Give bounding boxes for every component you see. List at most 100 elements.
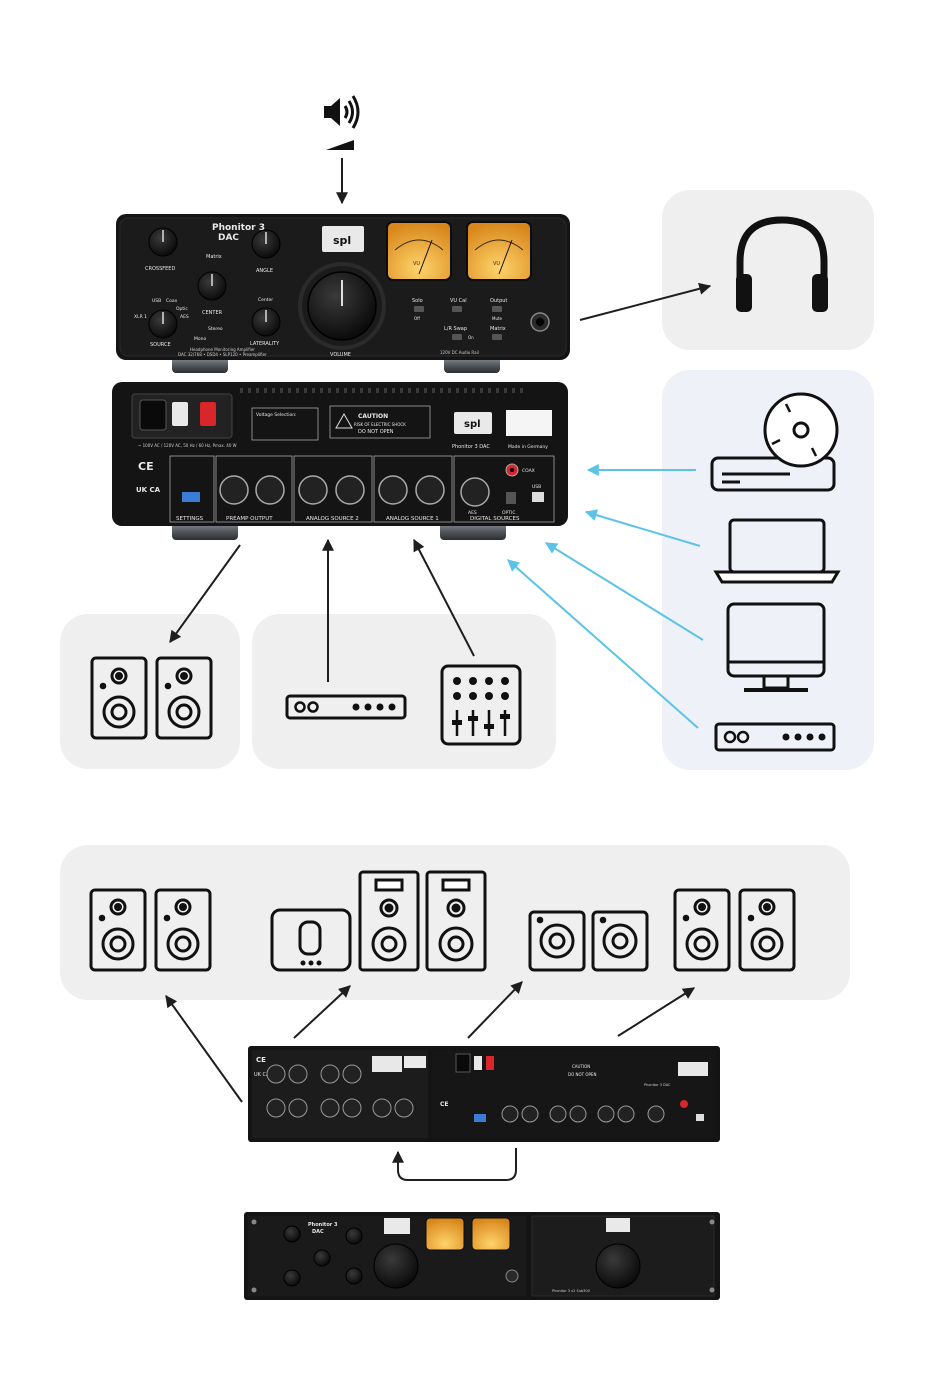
rack-vu-right [471,1217,511,1251]
power-inlet[interactable] [139,399,167,431]
output-switch[interactable] [492,306,502,312]
voltage-table [251,407,319,441]
rack-power-switch[interactable] [474,1056,482,1070]
front-panel-device: Phonitor 3 DAC spl CROSSFEED ANGLE Matri… [116,214,570,373]
rack-power-inlet[interactable] [455,1053,471,1073]
rack-coax[interactable] [680,1100,688,1108]
serial-label-area [506,410,552,436]
subwoofer-icon [270,908,352,972]
arrow-mixer-to-analog1 [413,538,475,657]
rack-usb[interactable] [696,1114,704,1121]
rack-unit-icon-digital [714,722,836,752]
solo-switch[interactable] [414,306,424,312]
arrow-monitor-to-digital [544,542,704,641]
analog2-xlr-l[interactable] [335,475,365,505]
power-spec: ~ 100V AC / 120V AC, 50 Hz / 60 Hz, Pmax… [138,443,237,448]
analog-source-1-section [373,455,453,523]
front-subtitle2: DAC 32/768 • DSD4 • SLP120 • Preamplifie… [178,352,267,357]
rack-caution: CAUTION [572,1064,590,1069]
side-unit-label: Phonitor 3 x2 Sub300 [552,1289,590,1293]
headphones-panel [662,190,874,350]
preamp-output-section [215,455,293,523]
rack-serial [678,1062,708,1076]
rack-dip[interactable] [474,1114,486,1122]
lrswap-label: L/R Swap [444,326,467,332]
rack-source-knob[interactable] [283,1269,301,1287]
matrix-switch-label: Matrix [490,326,506,332]
usb-port[interactable] [532,492,544,502]
speaker-icon [89,888,147,972]
source-aes-label: AES [180,314,189,320]
stereo-label: Stereo [208,326,223,332]
speaker-icon [425,870,487,972]
digital-sources-section [453,455,555,523]
rack-ce-mark-2: CE [440,1101,449,1108]
solo-off-label: Off [414,316,420,321]
optic-label: OPTIC [502,510,515,516]
rack-laterality-knob[interactable] [345,1267,363,1285]
rack-headphone-jack[interactable] [505,1269,519,1283]
arrow-out-3 [467,981,523,1039]
rear-spl-badge [454,412,492,434]
volume-ramp-icon [326,140,354,150]
analog2-xlr-r[interactable] [298,475,328,505]
rack-center-knob[interactable] [313,1249,331,1267]
mixer-icon [440,664,522,746]
analog1-xlr-l[interactable] [415,475,445,505]
rack-front-model-line2: DAC [312,1229,324,1235]
arrow-preamp-to-speakers [169,544,241,643]
preamp-xlr-l[interactable] [255,475,285,505]
caution-line1: RISK OF ELECTRIC SHOCK [354,422,406,427]
analog1-xlr-r[interactable] [378,475,408,505]
rack-spl-badge [404,1056,426,1068]
speaker-icon [358,870,420,972]
optic-port[interactable] [506,492,516,504]
fuse-holder[interactable] [200,402,216,426]
rack-angle-knob[interactable] [345,1227,363,1245]
rack-ce-mark: CE [256,1056,266,1064]
power-switch[interactable] [172,402,188,426]
dip-switches[interactable] [182,492,200,502]
laptop-icon [713,518,841,584]
side-unit-knob[interactable] [595,1243,641,1289]
arrow-out-2 [293,985,351,1039]
rack-rear-device: CE UK CA CAUTION DO NOT OPEN Phonitor 3 … [248,1046,720,1142]
preamp-xlr-r[interactable] [219,475,249,505]
speaker-volume-icon [324,95,360,129]
crossfeed-label: CROSSFEED [145,266,175,272]
vucal-switch[interactable] [452,306,462,312]
front-model: Phonitor 3 [212,223,265,233]
speaker-icon [154,888,212,972]
arrow-rack-to-digital [507,559,699,729]
speaker-icon [528,910,586,972]
cd-player-icon [710,392,839,492]
output-label: Output [490,298,507,304]
speaker-icon [673,888,731,972]
aes-xlr[interactable] [460,477,490,507]
solo-label: Solo [412,298,423,304]
rear-made-in: Made in Germany [508,444,548,450]
rack-barcode [372,1056,402,1072]
caution-block [329,405,431,439]
rack-unit-icon-analog [285,694,407,720]
rear-brand: spl [464,419,481,430]
speaker-icon [738,888,796,972]
rack-vu-left [425,1217,465,1251]
front-subtitle: Headphone Monitoring Amplifier [190,347,255,352]
side-unit-badge [606,1218,630,1232]
rack-volume-knob[interactable] [373,1243,419,1289]
rack-crossfeed-knob[interactable] [283,1225,301,1243]
speaker-icon [155,656,213,740]
lrswap-switch[interactable] [452,334,462,340]
matrix-switch[interactable] [492,334,502,340]
ukca-mark: UK CA [136,486,161,494]
rack-front-model: Phonitor 3 [308,1222,338,1228]
front-spl-badge [322,226,364,252]
usb-label: USB [532,484,541,490]
vu-left-label: VU [413,261,420,267]
source-xlr-label: XLR 1 [134,314,147,320]
monitor-icon [726,602,826,692]
ce-mark: CE [138,460,154,473]
rack-fuse[interactable] [486,1056,494,1070]
analog-source-2-label: ANALOG SOURCE 2 [306,516,359,522]
